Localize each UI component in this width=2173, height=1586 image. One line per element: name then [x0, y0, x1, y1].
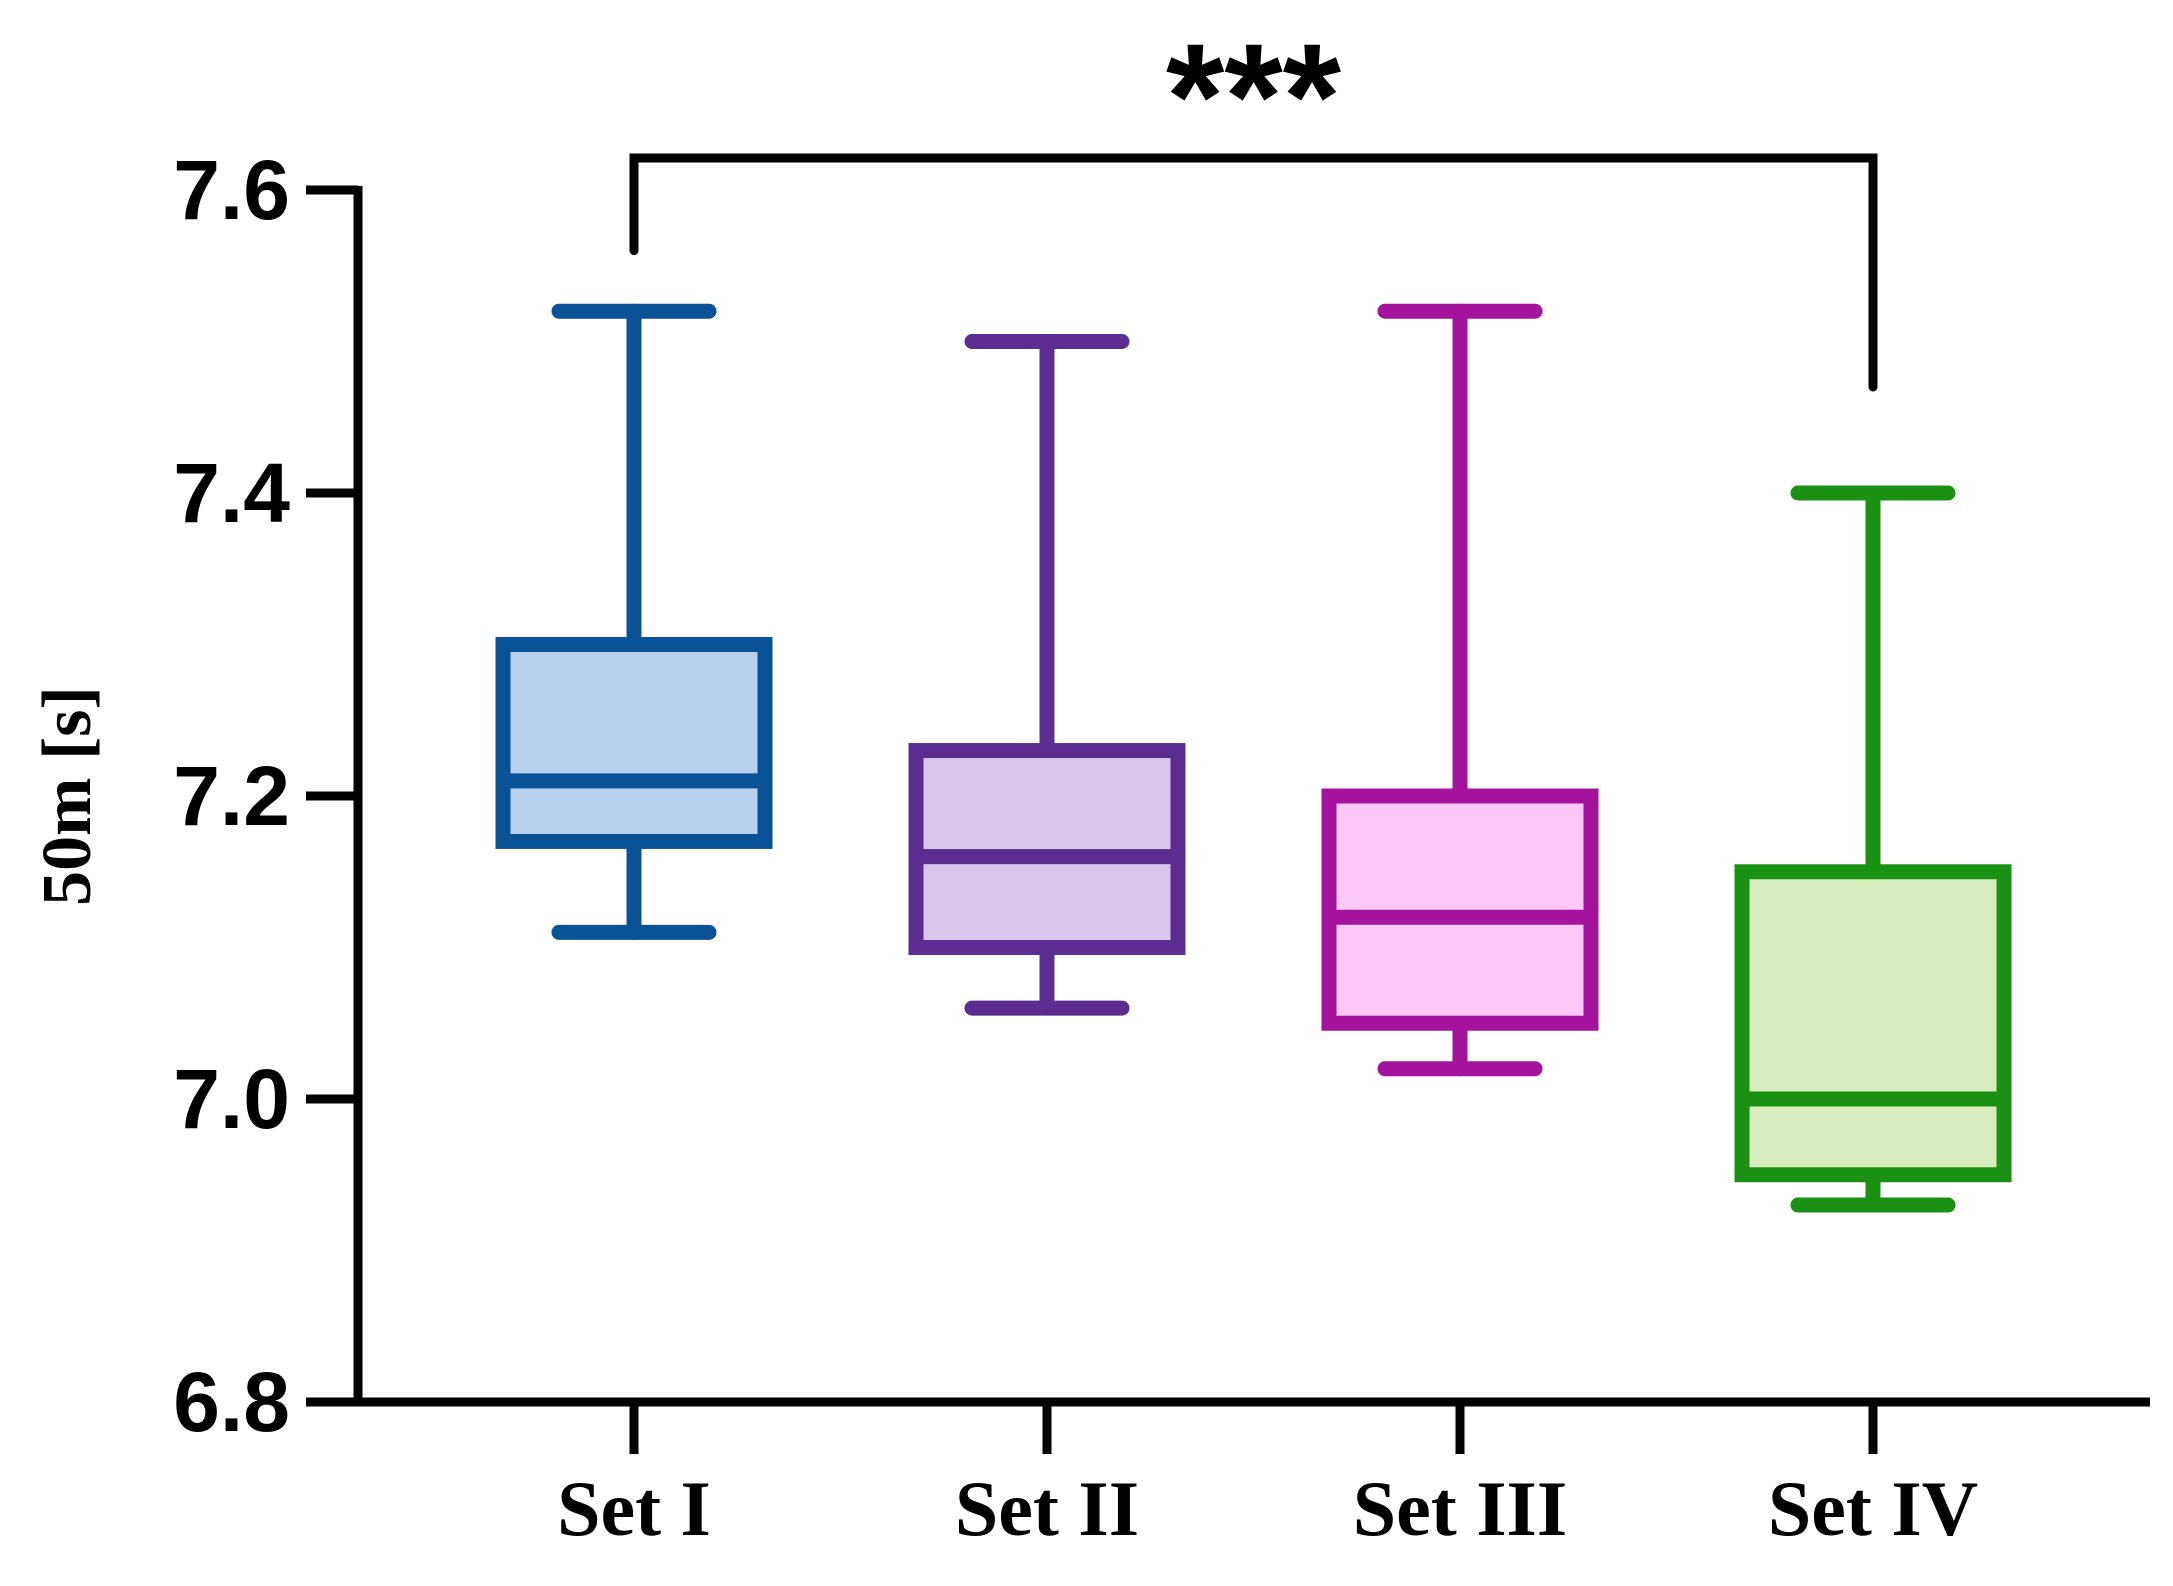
box-group: [908, 334, 1186, 1016]
x-ticks: Set I Set II Set III Set IV: [557, 1402, 1978, 1552]
box-iqr: [1321, 788, 1599, 1031]
y-tick-label: 7.2: [173, 749, 290, 843]
significance-bracket: [629, 153, 1878, 392]
box-group: [495, 303, 773, 940]
boxes: [495, 303, 2012, 1213]
x-category-label: Set III: [1353, 1465, 1568, 1552]
x-category-label: Set II: [955, 1465, 1139, 1552]
box-group: [1321, 303, 1599, 1077]
significance-label: ***: [1166, 12, 1342, 180]
y-tick-label: 7.6: [173, 143, 290, 237]
box-iqr: [1734, 864, 2012, 1183]
y-tick-label: 7.4: [173, 446, 290, 540]
y-axis-title: 50m [s]: [29, 686, 106, 906]
y-ticks: 6.8 7.0 7.2 7.4 7.6: [173, 143, 358, 1449]
y-tick-label: 7.0: [173, 1052, 290, 1146]
y-tick-label: 6.8: [173, 1355, 290, 1449]
box-iqr: [495, 637, 773, 849]
x-category-label: Set I: [557, 1465, 711, 1552]
box-group: [1734, 485, 2012, 1213]
significance-annotation: ***: [629, 12, 1878, 392]
x-category-label: Set IV: [1768, 1465, 1978, 1552]
box-iqr: [908, 743, 1186, 955]
